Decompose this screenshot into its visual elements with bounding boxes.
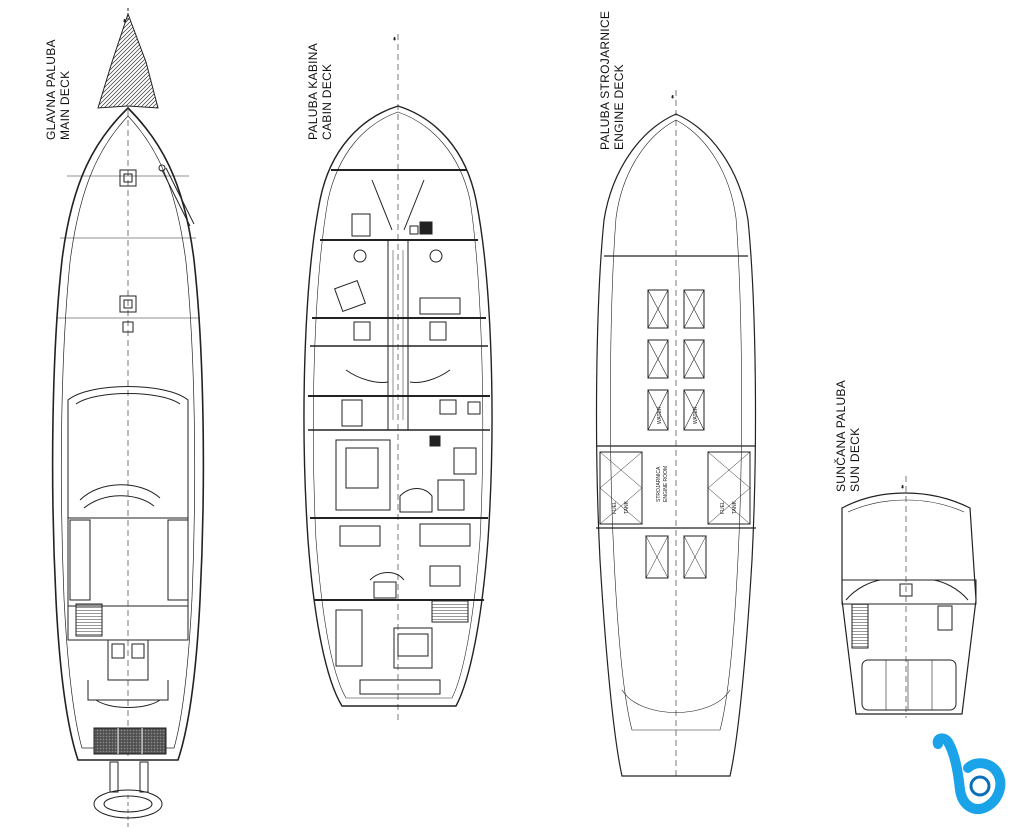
- water-tank-label-left: WATER: [657, 406, 663, 424]
- engine-room-label-2: ENGINE ROOM: [663, 466, 669, 502]
- sun-deck-plan: ℓ: [841, 476, 977, 718]
- svg-text:ℓ: ℓ: [902, 485, 904, 489]
- fuel-tank-label-right: FUEL: [720, 501, 726, 514]
- engine-room-label-1: STROJARNICA: [656, 466, 662, 502]
- fuel-tank-label-left-2: TANK: [624, 500, 630, 514]
- svg-text:ℓ: ℓ: [672, 95, 674, 99]
- cabin-deck-plan: ℓ: [303, 34, 493, 720]
- svg-text:ℓ: ℓ: [394, 37, 396, 41]
- main-deck-plan: ℓ: [51, 8, 205, 830]
- b-logo-icon: [932, 733, 1006, 814]
- water-tank-label-right: WATER: [693, 406, 699, 424]
- fuel-tank-label-left: FUEL: [612, 501, 618, 514]
- engine-deck-plan: ℓ: [595, 90, 757, 780]
- svg-text:ℓ: ℓ: [124, 19, 126, 23]
- engine-labels: STROJARNICA ENGINE ROOM FUEL TANK FUEL T…: [612, 406, 738, 514]
- fuel-tank-label-right-2: TANK: [732, 500, 738, 514]
